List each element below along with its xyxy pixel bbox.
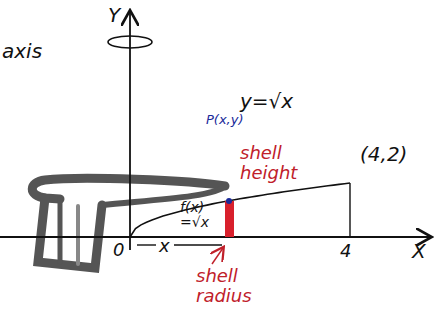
label: y=√x	[240, 90, 293, 112]
shell-sketch	[32, 178, 225, 268]
label: 0	[113, 240, 124, 260]
label: shell height	[240, 143, 302, 183]
label: Y	[108, 4, 120, 26]
label: axis	[2, 40, 42, 62]
label: P(x,y)	[206, 113, 244, 127]
label: shell radius	[196, 266, 258, 306]
x-axis	[0, 236, 430, 238]
radius-dash	[174, 244, 222, 245]
label: x	[159, 236, 170, 256]
point	[226, 198, 232, 204]
label: (4,2)	[360, 143, 407, 165]
label: 4	[340, 241, 351, 261]
boundary-line	[349, 183, 350, 237]
shell-strip	[225, 201, 234, 237]
radius-dash	[137, 244, 156, 245]
leader-arrow	[212, 248, 223, 264]
label: f(x) =√x	[180, 200, 220, 231]
y-axis	[129, 12, 131, 250]
curve	[130, 183, 350, 237]
label: X	[412, 240, 426, 262]
